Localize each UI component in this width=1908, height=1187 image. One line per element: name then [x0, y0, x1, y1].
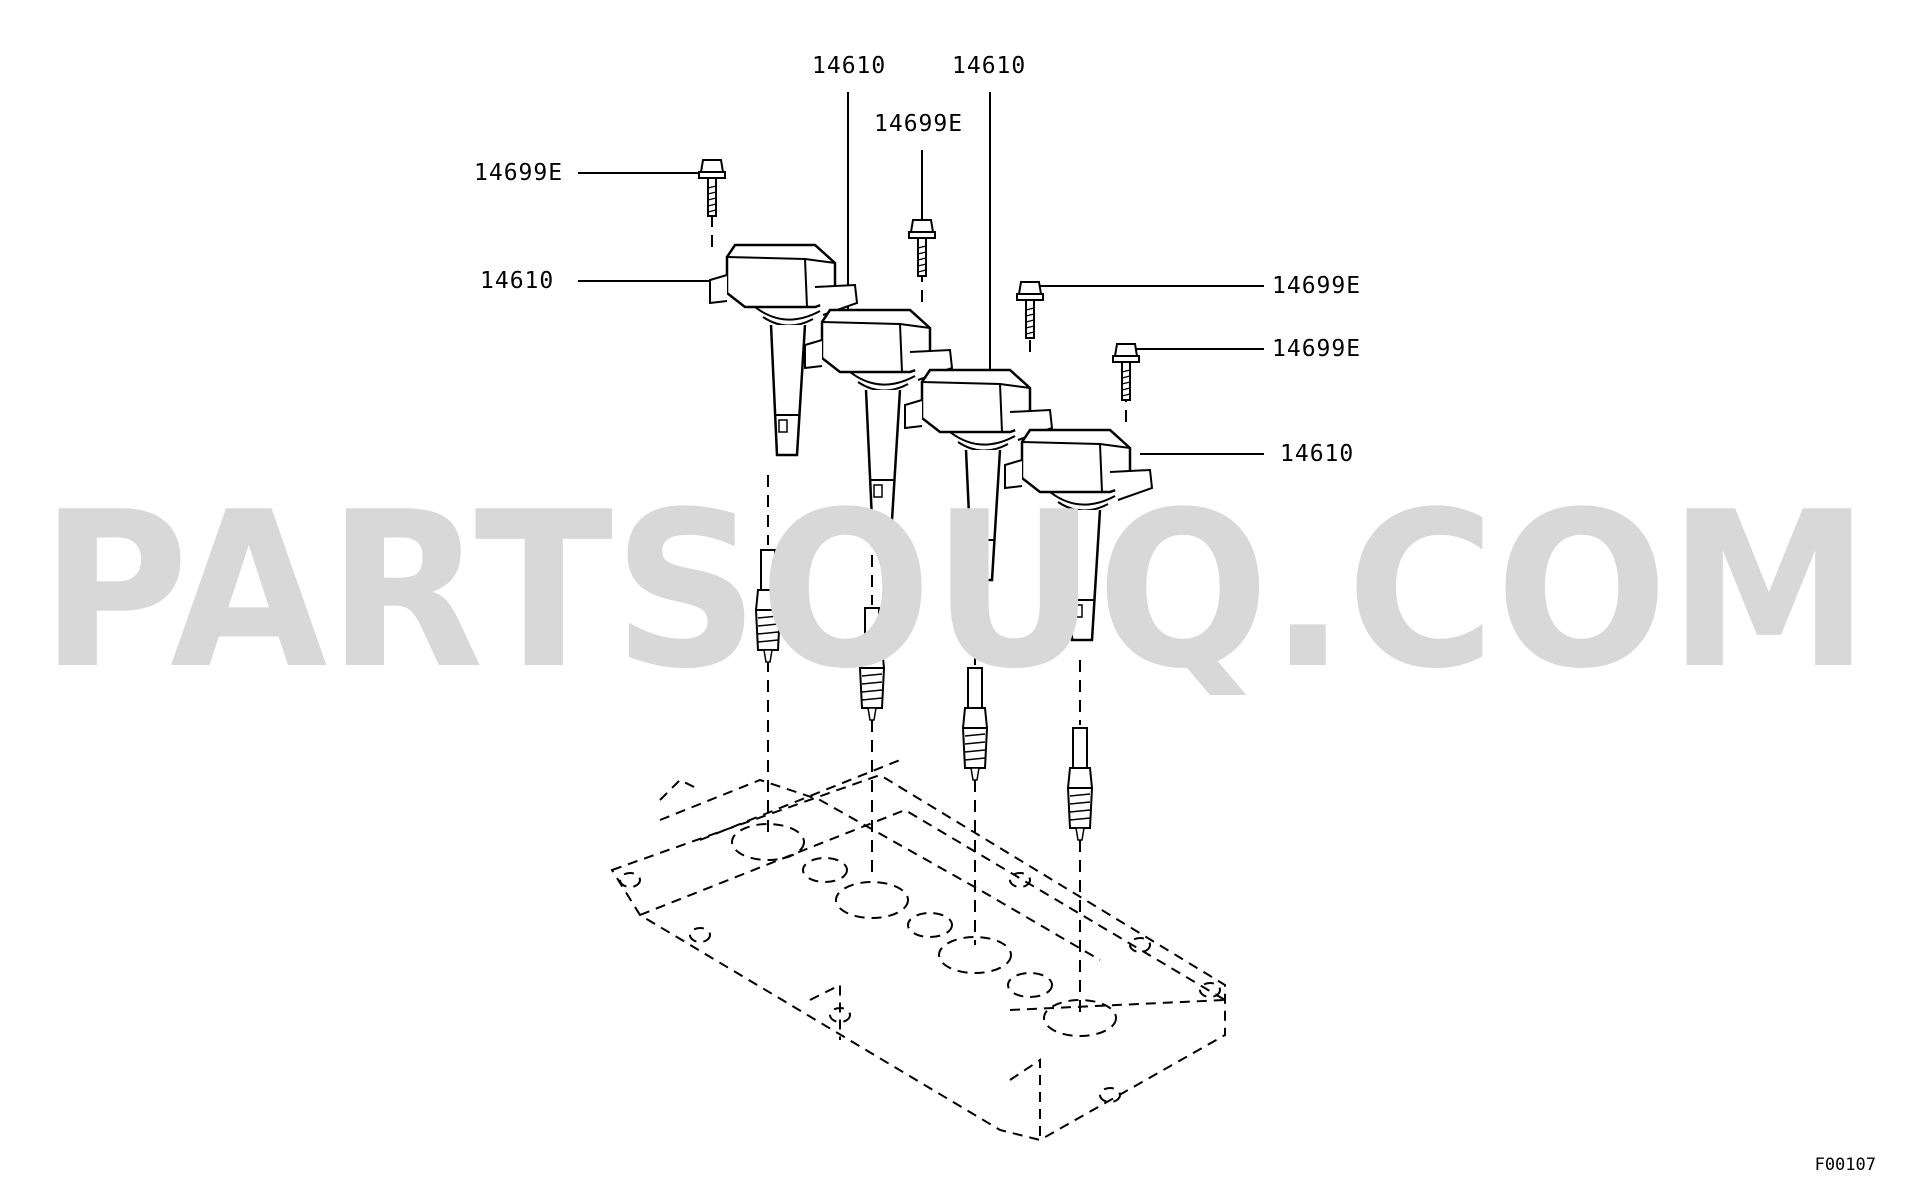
bolt-2 [908, 219, 936, 277]
callout-bolt-right-2: 14699E [1272, 336, 1362, 362]
watermark: PARTSOUQ.COM [40, 505, 1870, 695]
callout-coil-top-right: 14610 [952, 53, 1027, 79]
assembly-axes [711, 215, 1127, 1015]
bolt-1 [698, 159, 726, 217]
callout-bolt-top: 14699E [874, 111, 964, 137]
callout-bolt-left: 14699E [474, 160, 564, 186]
callout-bolt-right-1: 14699E [1272, 273, 1362, 299]
callout-coil-top-left: 14610 [812, 53, 887, 79]
bolt-3 [1016, 281, 1044, 339]
bolt-4 [1112, 343, 1140, 401]
watermark-text: PARTSOUQ.COM [40, 505, 1870, 695]
figure-code: F00107 [1814, 1155, 1876, 1175]
cylinder-head-outline [610, 759, 1226, 1142]
callout-coil-left: 14610 [480, 268, 555, 294]
spark-plug-4 [1067, 727, 1093, 841]
leader-lines [578, 92, 1264, 455]
callout-coil-right: 14610 [1280, 441, 1355, 467]
